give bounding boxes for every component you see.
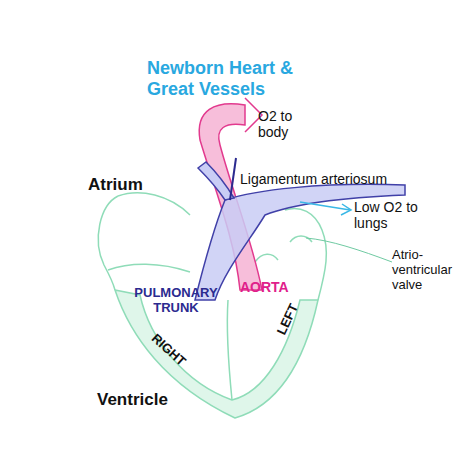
flow-arrow xyxy=(300,202,350,210)
part-label: Atrium xyxy=(88,175,143,195)
valve-symbol xyxy=(290,236,312,242)
valve-symbol xyxy=(255,254,278,262)
flow-label: O2 to body xyxy=(258,108,310,140)
ligamentum-line xyxy=(230,158,236,200)
septum-line xyxy=(227,300,232,400)
arrow-head xyxy=(341,204,351,215)
atrium-outline xyxy=(108,264,190,272)
vessel-label: AORTA xyxy=(240,279,289,295)
atrium-outline xyxy=(118,193,190,215)
part-label: Atrio-ventricular valve xyxy=(392,248,464,293)
heart-outline xyxy=(285,208,326,300)
vessel-label: PULMONARY TRUNK xyxy=(128,286,224,316)
part-label: Ventricle xyxy=(97,390,168,410)
part-label: Ligamentum arteriosum xyxy=(240,171,387,187)
leader-line xyxy=(306,238,392,262)
flow-label: Low O2 to lungs xyxy=(354,199,424,231)
heart-outline xyxy=(98,196,118,290)
pulmonary-branch xyxy=(198,162,234,200)
diagram-title: Newborn Heart & Great Vessels xyxy=(147,58,317,99)
